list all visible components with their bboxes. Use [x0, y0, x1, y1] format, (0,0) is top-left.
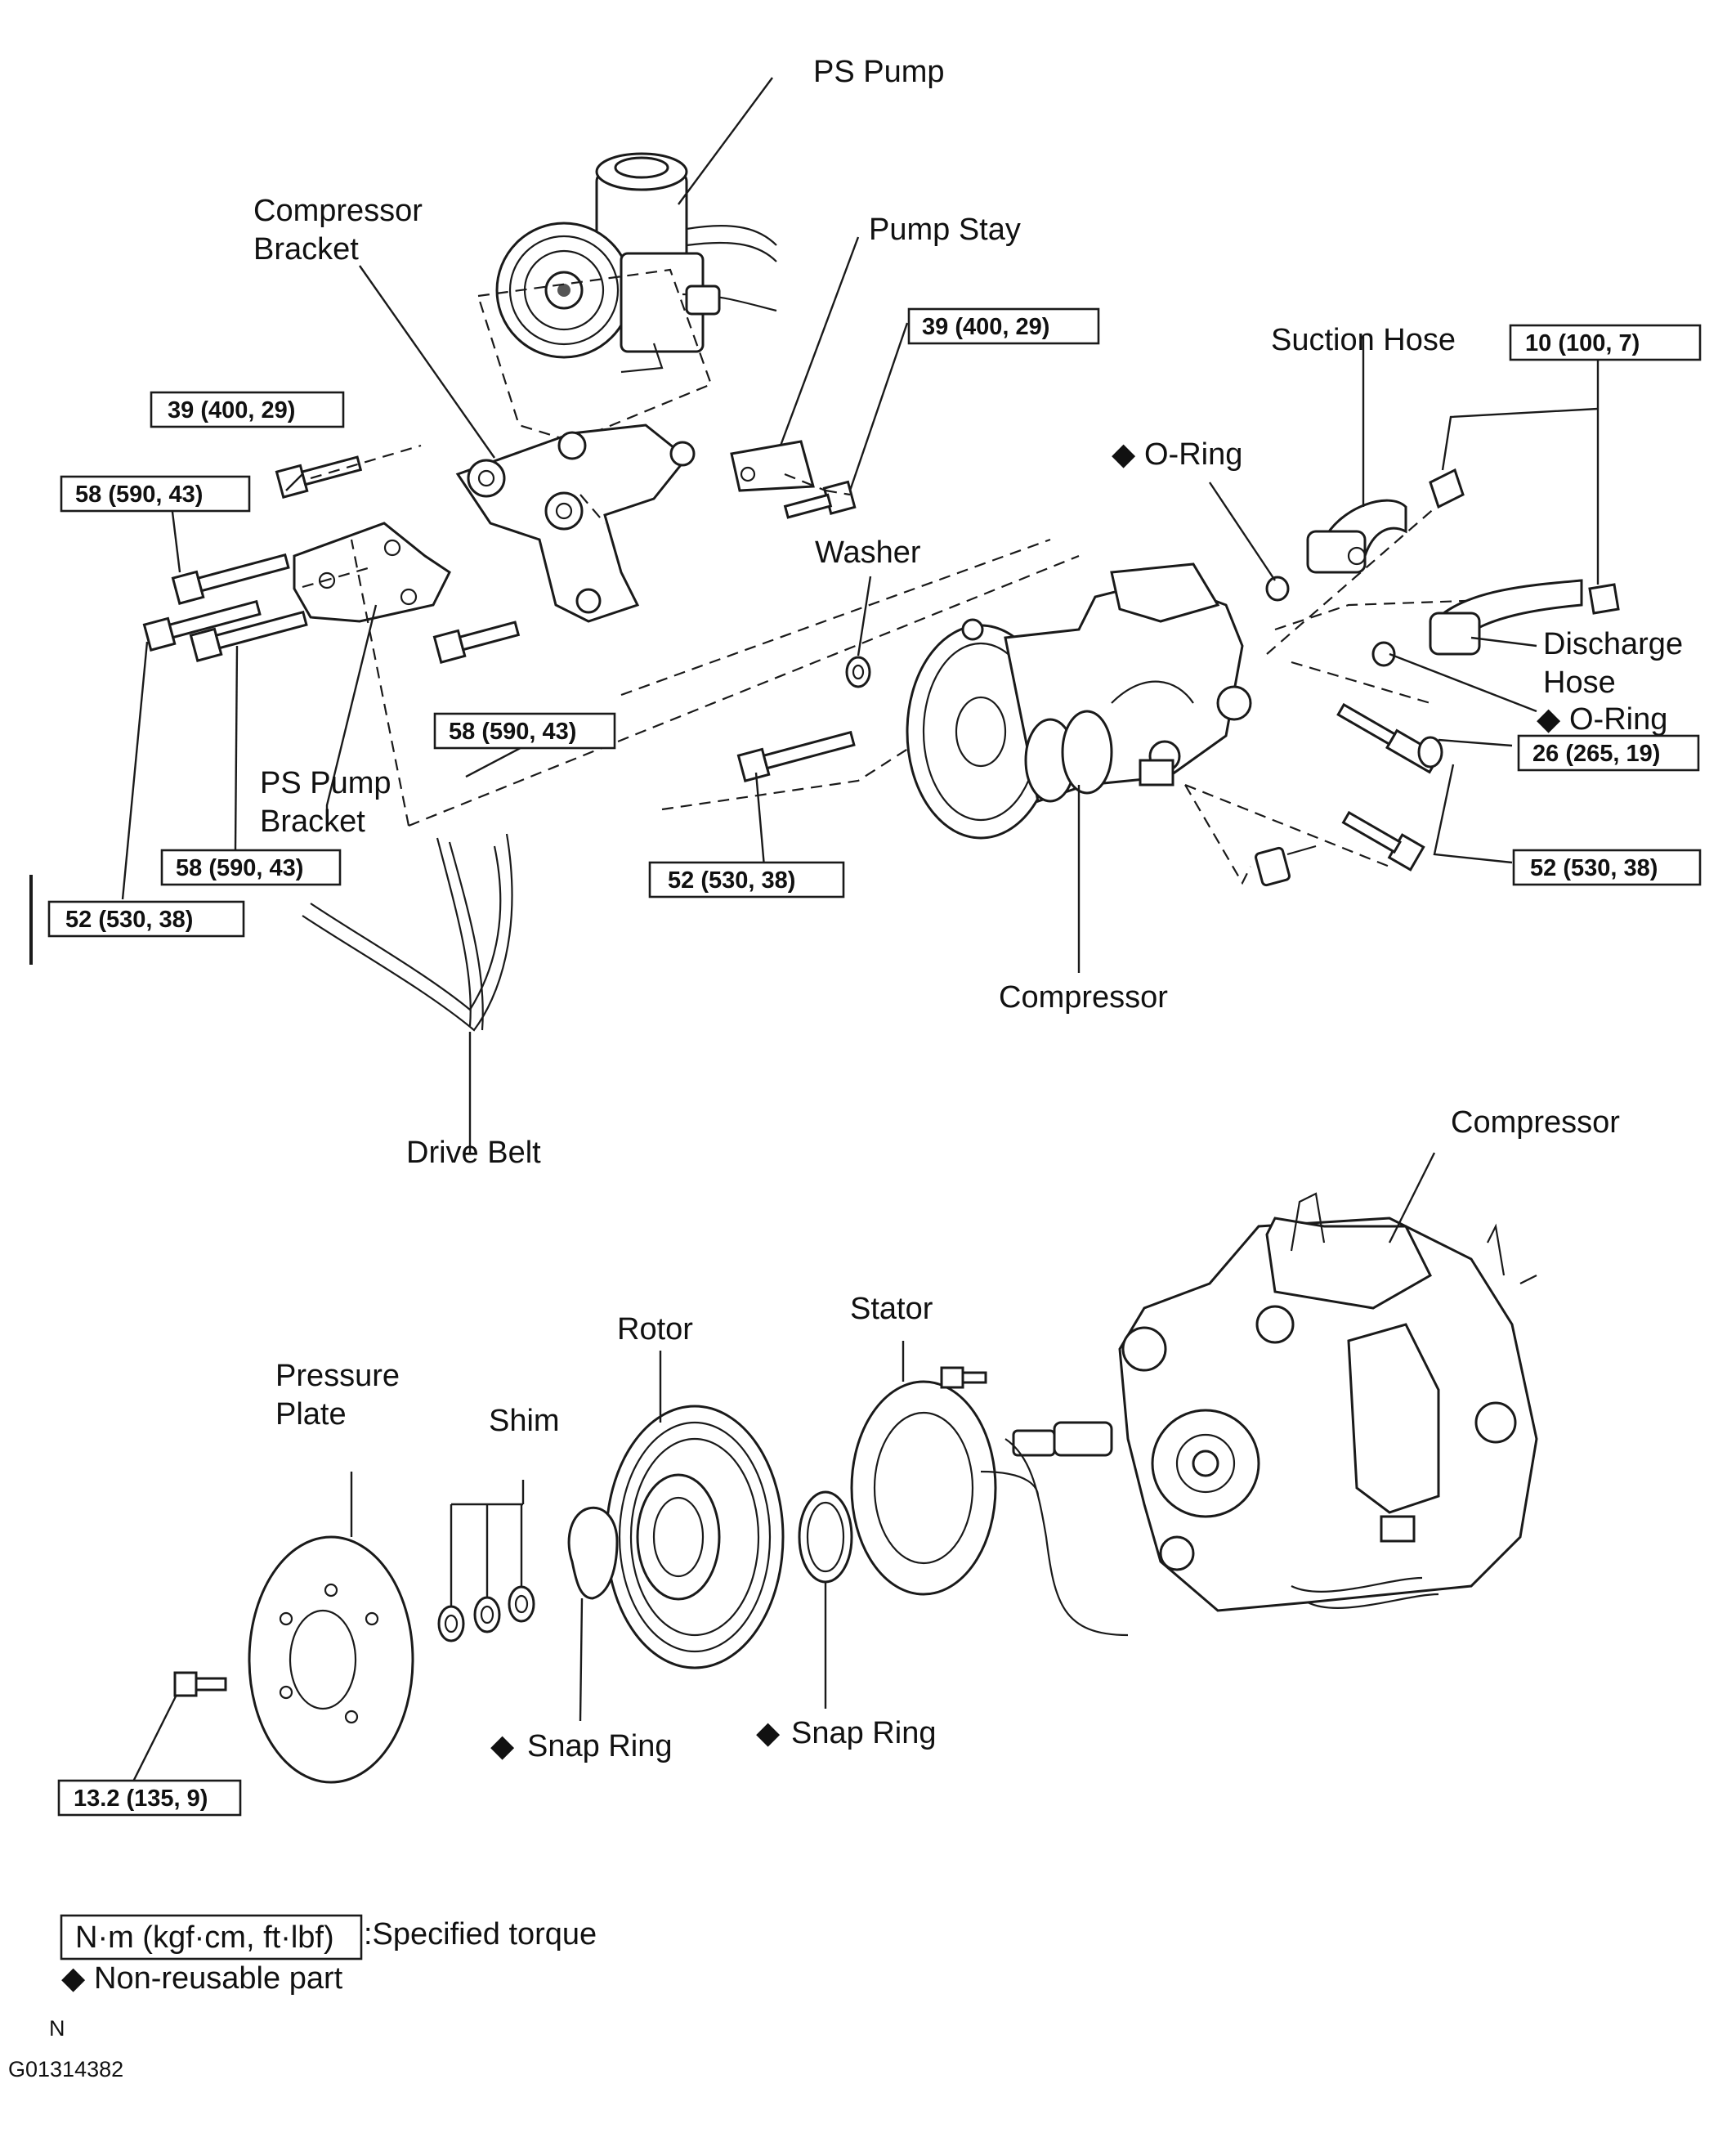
label-compressor-upper: Compressor: [999, 980, 1168, 1015]
compressor-lower-drawing: [1118, 1192, 1538, 1612]
label-suction-hose: Suction Hose: [1271, 323, 1456, 357]
torque-stud: 26 (265, 19): [1532, 741, 1660, 767]
torque-left-bolt-1: 58 (590, 43): [75, 482, 203, 508]
compressor-bracket-drawing: [455, 423, 696, 623]
figure-id: G01314382: [8, 2057, 123, 2081]
label-o-ring-top: O-Ring: [1144, 437, 1242, 472]
label-ps-pump-bracket-2: Bracket: [260, 804, 365, 839]
compressor-upper-drawing: [906, 562, 1252, 840]
torque-right-bolt: 52 (530, 38): [1530, 855, 1658, 881]
torque-left-bolt-3: 52 (530, 38): [65, 907, 193, 933]
label-snap-ring-left: Snap Ring: [527, 1729, 672, 1763]
label-pressure-plate-2: Plate: [275, 1397, 347, 1432]
pressure-plate-drawing: [248, 1535, 414, 1784]
torque-left-bolt-2: 58 (590, 43): [176, 855, 303, 881]
label-discharge-hose-1: Discharge: [1543, 627, 1683, 661]
label-compressor-lower: Compressor: [1451, 1105, 1620, 1140]
connector-drawing: [1255, 845, 1317, 887]
ps-pump-drawing: [495, 152, 777, 374]
pump-stay-drawing: [730, 440, 815, 492]
leader-lines-upper: [121, 77, 1600, 1153]
legend-nonreusable-icon: ◆: [61, 1961, 86, 1996]
nonreusable-icon: ◆: [1112, 437, 1136, 472]
snap-ring-right-drawing: [798, 1490, 853, 1584]
legend-torque-desc: :Specified torque: [364, 1917, 597, 1952]
torque-bracket-bolt: 58 (590, 43): [449, 719, 576, 745]
nonreusable-icon: ◆: [1537, 702, 1561, 737]
part-labels: PS Pump Compressor Bracket Pump Stay Suc…: [253, 55, 1683, 1763]
label-ps-pump-bracket-1: PS Pump: [260, 766, 391, 800]
rotor-drawing: [605, 1405, 785, 1669]
o-ring-bottom-drawing: [1371, 641, 1396, 667]
label-washer: Washer: [815, 535, 921, 570]
washer-drawing: [845, 656, 871, 688]
footer-code-letter: N: [49, 2016, 65, 2041]
label-stator: Stator: [850, 1292, 933, 1326]
torque-pressure-plate-bolt: 13.2 (135, 9): [74, 1786, 208, 1812]
drive-belt-drawing: [302, 833, 513, 1032]
nonreusable-icon: ◆: [490, 1729, 515, 1763]
stator-drawing: [850, 1366, 1129, 1637]
footer: N G01314382: [8, 2016, 123, 2081]
torque-specs: 39 (400, 29) 39 (400, 29) 10 (100, 7) 58…: [47, 307, 1702, 1817]
pressure-plate-bolt-drawing: [173, 1671, 227, 1697]
leader-lines-lower: [129, 1152, 1436, 1787]
legend: N·m (kgf·cm, ft·lbf) :Specified torque ◆…: [60, 1914, 597, 1996]
label-ps-pump: PS Pump: [813, 55, 945, 89]
label-compressor-bracket-2: Bracket: [253, 232, 359, 267]
torque-pump-stay-bolt: 39 (400, 29): [922, 314, 1049, 340]
label-compressor-bracket-1: Compressor: [253, 194, 423, 228]
legend-torque-unit: N·m (kgf·cm, ft·lbf): [75, 1920, 334, 1955]
torque-upper-left-bolt: 39 (400, 29): [168, 397, 295, 423]
label-shim: Shim: [489, 1404, 560, 1438]
alignment-lines-upper: [302, 444, 1582, 885]
snap-ring-left-drawing: [567, 1506, 619, 1600]
label-rotor: Rotor: [617, 1312, 693, 1347]
label-o-ring-bottom: O-Ring: [1569, 702, 1667, 737]
label-discharge-hose-2: Hose: [1543, 665, 1616, 700]
suction-hose-drawing: [1306, 468, 1465, 574]
shims-drawing: [437, 1585, 535, 1642]
ps-pump-bracket-drawing: [293, 522, 451, 623]
label-pump-stay: Pump Stay: [869, 213, 1021, 247]
discharge-hose-drawing: [1429, 579, 1620, 656]
legend-nonreusable-desc: Non-reusable part: [94, 1961, 343, 1996]
nonreusable-icon: ◆: [756, 1716, 781, 1750]
torque-hose-nut: 10 (100, 7): [1525, 330, 1640, 356]
torque-center-bolt: 52 (530, 38): [668, 867, 795, 894]
label-drive-belt: Drive Belt: [406, 1136, 541, 1170]
o-ring-top-drawing: [1265, 576, 1290, 602]
label-pressure-plate-1: Pressure: [275, 1359, 400, 1393]
label-snap-ring-right: Snap Ring: [791, 1716, 936, 1750]
upper-bolts: [142, 455, 857, 782]
pump-outline-dashed: [477, 268, 713, 443]
right-fasteners: [1336, 702, 1443, 872]
